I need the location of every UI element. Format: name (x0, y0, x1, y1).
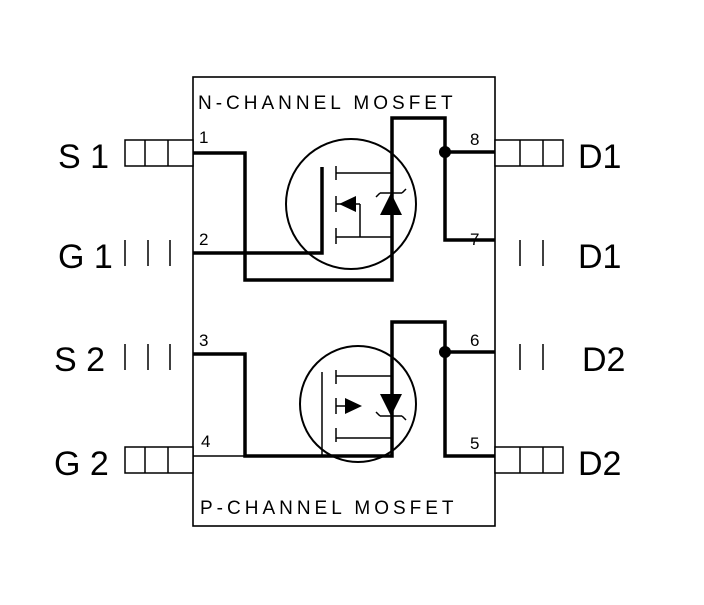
pin-number-5: 5 (470, 434, 479, 453)
pin-name-g1: G 1 (58, 238, 113, 276)
pin-number-1: 1 (199, 128, 208, 147)
pin-name-d1-top: D1 (578, 138, 621, 176)
n-channel-arrow-icon (339, 196, 356, 212)
n-body-diode-icon (380, 193, 402, 215)
pin-number-3: 3 (199, 331, 208, 350)
n-channel-mosfet-circuit (193, 116, 495, 282)
p-body-diode-icon (380, 394, 402, 416)
pin-name-d2-top: D2 (582, 341, 625, 379)
n-mosfet-body (285, 138, 417, 270)
n-channel-label: N-CHANNEL MOSFET (198, 93, 457, 114)
lead-pin-8 (494, 139, 564, 167)
p-channel-arrow-icon (345, 398, 362, 414)
pin-name-s1: S 1 (58, 138, 109, 176)
lead-pin-1 (124, 139, 194, 167)
lead-pin-7 (519, 240, 544, 266)
p-channel-mosfet-circuit (193, 320, 495, 463)
pin-number-6: 6 (470, 331, 479, 350)
lead-pin-2 (124, 240, 171, 266)
p-mosfet-body (299, 345, 417, 463)
pin-name-s2: S 2 (54, 341, 105, 379)
p-channel-label: P-CHANNEL MOSFET (200, 498, 458, 519)
lead-pin-3 (124, 344, 171, 370)
package-body (192, 76, 496, 527)
drain-junction-dot-p (439, 346, 451, 358)
pin-name-d1-bottom: D1 (578, 238, 621, 276)
lead-pin-6 (519, 344, 544, 370)
pin-number-2: 2 (199, 230, 208, 249)
drain-junction-dot (439, 146, 451, 158)
pin-number-4: 4 (201, 432, 210, 451)
lead-pin-4 (124, 446, 194, 474)
pin-name-g2: G 2 (54, 445, 109, 483)
pin-number-8: 8 (470, 130, 479, 149)
lead-pin-5 (494, 446, 564, 474)
pin-name-d2-bottom: D2 (578, 445, 621, 483)
